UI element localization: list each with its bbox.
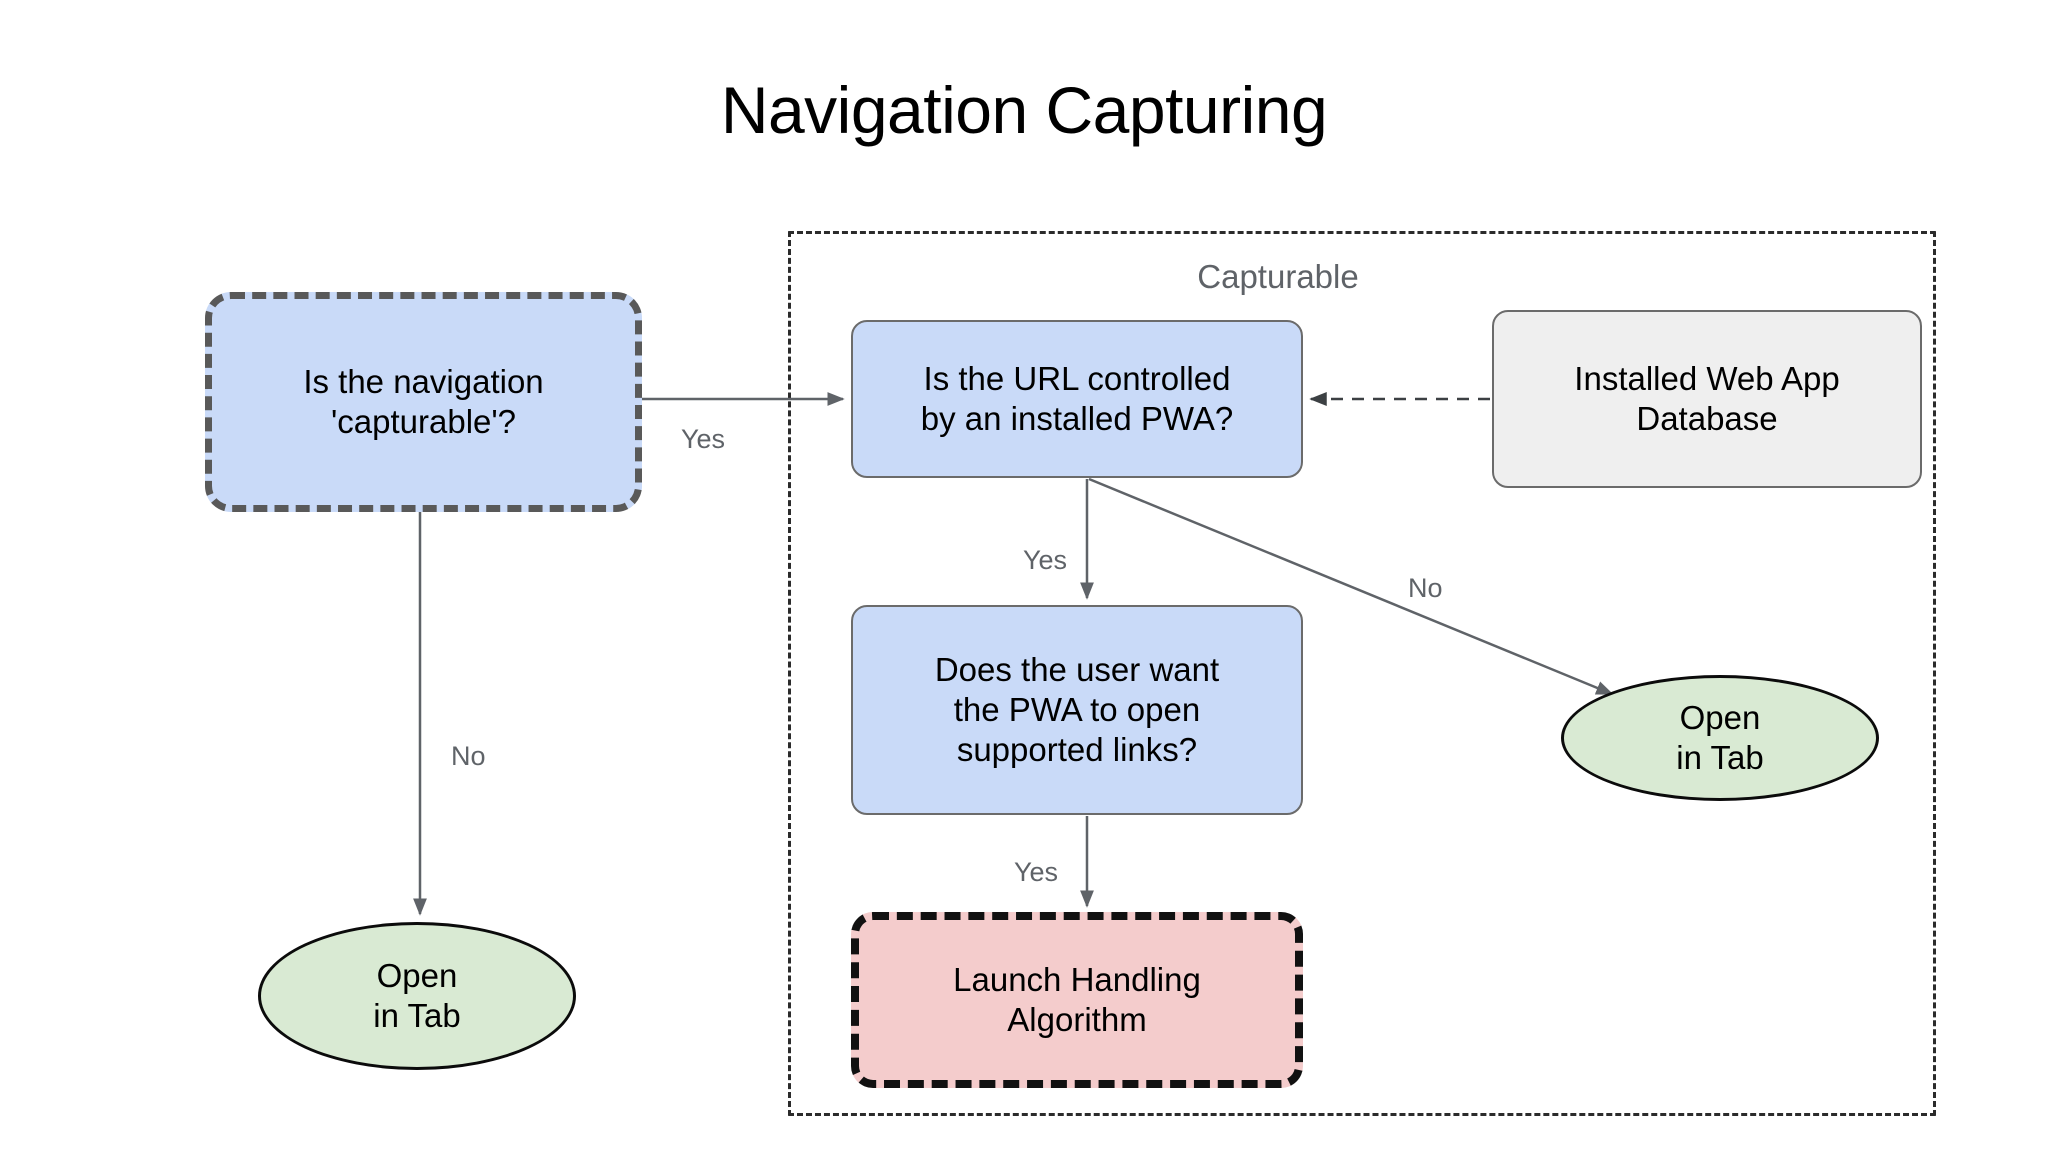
- node-open-in-tab-left[interactable]: Open in Tab: [258, 922, 576, 1070]
- node-installed-web-app-database[interactable]: Installed Web App Database: [1492, 310, 1922, 488]
- node-label-line1: Open: [1679, 698, 1761, 736]
- node-label-line1: Does the user want: [934, 650, 1220, 688]
- node-label-line1: Open: [376, 956, 458, 994]
- node-label-line1: Is the URL controlled: [923, 359, 1231, 397]
- page-title: Navigation Capturing: [720, 73, 1328, 147]
- node-is-navigation-capturable[interactable]: Is the navigation 'capturable'?: [205, 292, 642, 512]
- edge-label-url-no: No: [1408, 573, 1443, 603]
- node-is-url-controlled-by-pwa[interactable]: Is the URL controlled by an installed PW…: [851, 320, 1303, 478]
- node-label-line1: Launch Handling: [953, 960, 1201, 998]
- capturable-group-label: Capturable: [1197, 258, 1359, 295]
- node-label-line1: Is the navigation: [303, 362, 544, 400]
- edge-label-user-want-yes: Yes: [1014, 857, 1059, 887]
- node-does-user-want-pwa-open-links[interactable]: Does the user want the PWA to open suppo…: [851, 605, 1303, 815]
- node-launch-handling-algorithm[interactable]: Launch Handling Algorithm: [851, 912, 1303, 1088]
- node-label-line1: Installed Web App: [1574, 359, 1840, 397]
- node-label-line2: Algorithm: [1007, 1001, 1147, 1038]
- node-label-line2: by an installed PWA?: [920, 400, 1234, 437]
- node-label-line2: Database: [1636, 400, 1778, 437]
- node-open-in-tab-right[interactable]: Open in Tab: [1561, 675, 1879, 801]
- node-label-line3: supported links?: [956, 731, 1198, 769]
- edge-label-capturable-no: No: [451, 741, 486, 771]
- node-label-line2: in Tab: [373, 997, 461, 1034]
- capturable-group-container: [788, 231, 1936, 1116]
- node-label-line2: the PWA to open: [953, 690, 1201, 728]
- node-label-line2: 'capturable'?: [330, 403, 517, 440]
- node-label-line2: in Tab: [1676, 739, 1764, 776]
- edge-label-url-yes: Yes: [1023, 545, 1068, 575]
- edge-label-capturable-yes: Yes: [681, 424, 726, 454]
